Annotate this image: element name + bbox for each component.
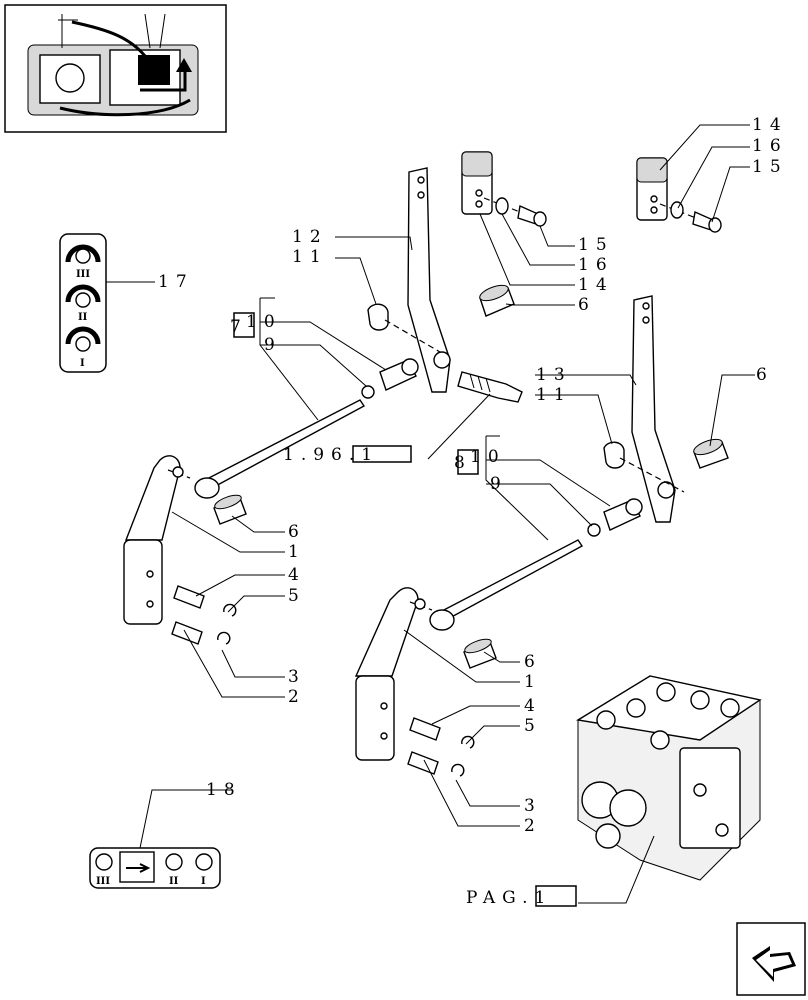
callout-1-left: 1 xyxy=(288,542,306,562)
gear-label-one: I xyxy=(80,358,85,369)
callout-14-mid: 14 xyxy=(578,275,614,295)
callout-15-mid: 15 xyxy=(578,235,614,255)
callout-2-lower: 2 xyxy=(524,816,542,836)
switch-label-one: I xyxy=(201,876,206,887)
callout-7: 7 xyxy=(230,317,248,337)
switch-indicator-panel: III II I xyxy=(89,847,221,889)
right-selector-lever xyxy=(603,295,685,523)
lower-left-pins xyxy=(171,494,247,645)
callout-3-left: 3 xyxy=(288,667,306,687)
callout-5-lower: 5 xyxy=(524,716,542,736)
callout-4-lower: 4 xyxy=(524,696,542,716)
lower-control-rod xyxy=(429,539,584,631)
callout-10-right: 10 xyxy=(470,447,506,467)
callout-15-top: 15 xyxy=(752,157,788,177)
upper-selector-lever xyxy=(367,167,451,393)
callout-3-lower: 3 xyxy=(524,796,542,816)
callout-13: 13 xyxy=(536,365,572,385)
callout-5-left: 5 xyxy=(288,586,306,606)
callout-9-right: 9 xyxy=(490,474,508,494)
gear-label-two: II xyxy=(78,312,88,323)
callout-9-upper: 9 xyxy=(264,335,282,355)
bracket-assembly-left xyxy=(461,151,547,227)
next-page-arrow-icon[interactable] xyxy=(736,922,806,996)
callout-18: 18 xyxy=(206,780,242,800)
callout-2-left: 2 xyxy=(288,687,306,707)
switch-label-two: II xyxy=(169,876,179,887)
switch-label-three: III xyxy=(96,876,110,887)
callout-6-left: 6 xyxy=(288,522,306,542)
callout-16-mid: 16 xyxy=(578,255,614,275)
right-pin-group xyxy=(587,498,643,537)
sleeve-part-right xyxy=(693,438,729,469)
upper-control-rod xyxy=(194,399,366,499)
callout-17: 17 xyxy=(158,272,194,292)
hydraulic-valve-block xyxy=(576,675,762,881)
gear-label-three: III xyxy=(76,269,90,280)
lower-right-pins xyxy=(407,638,497,777)
lower-left-lever xyxy=(123,455,191,625)
callout-6-lower: 6 xyxy=(524,652,542,672)
callout-pag-1: PAG.1 xyxy=(466,888,552,908)
upper-pin-group xyxy=(361,358,523,403)
leader-lines xyxy=(106,124,755,904)
lower-right-lever xyxy=(354,587,433,761)
sleeve-part xyxy=(479,284,515,317)
ref-box xyxy=(352,445,412,463)
callout-10-upper: 10 xyxy=(246,312,282,332)
callouts: 14 16 15 15 16 14 6 12 11 10 9 7 17 13 1… xyxy=(158,115,788,908)
callout-6-top: 6 xyxy=(578,295,596,315)
bracket-assembly-right xyxy=(636,157,722,233)
callout-ref-1-96-1: 1.96.1 xyxy=(283,445,379,465)
callout-14-top: 14 xyxy=(752,115,788,135)
callout-12: 12 xyxy=(292,227,328,247)
transmission-thumbnail-icon[interactable] xyxy=(4,4,227,133)
callout-1-lower: 1 xyxy=(524,672,542,692)
pag-box xyxy=(535,885,577,907)
box-7 xyxy=(233,312,255,338)
gear-indicator-panel: III II I xyxy=(59,233,107,373)
callout-8: 8 xyxy=(454,453,472,473)
callout-11-right: 11 xyxy=(536,385,572,405)
callout-11-upper: 11 xyxy=(292,247,328,267)
callout-4-left: 4 xyxy=(288,565,306,585)
box-8 xyxy=(457,449,479,475)
callout-16-top: 16 xyxy=(752,136,788,156)
callout-6-right: 6 xyxy=(756,365,774,385)
